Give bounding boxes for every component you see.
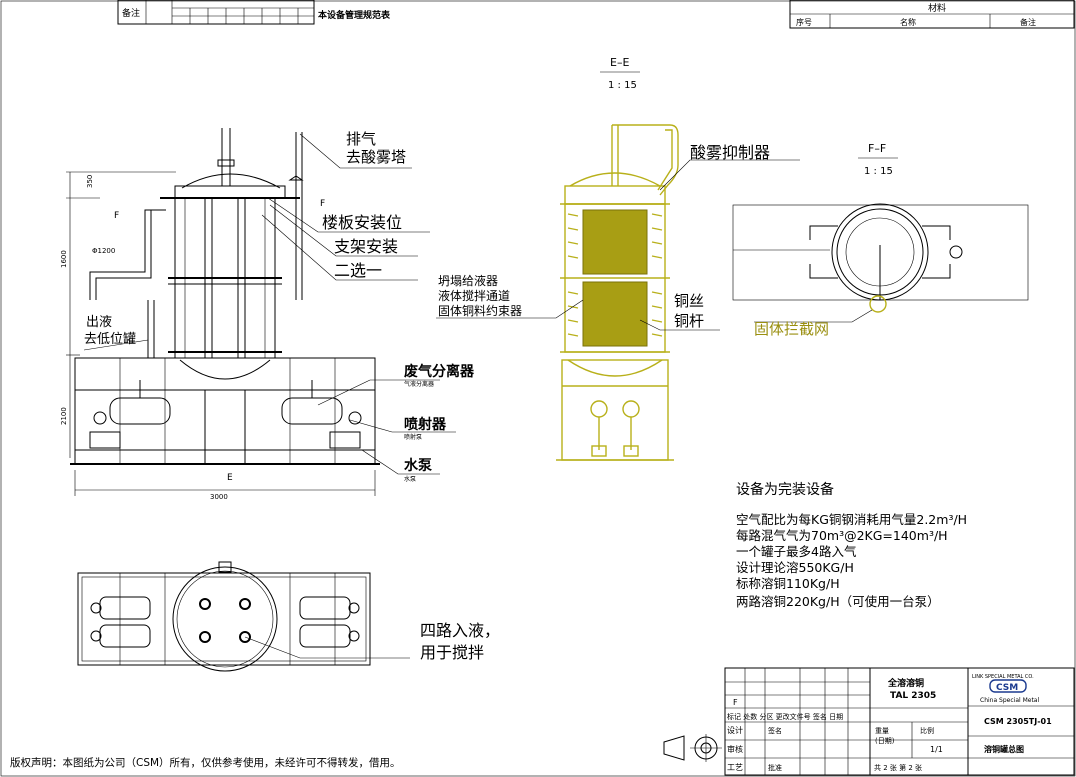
callout-pump: 水泵 [404,457,432,474]
section-ff-callouts: 固体拦截网 [754,320,829,338]
csm-logo-icon [989,679,1027,693]
section-ee-baffles [567,213,663,337]
table-note-title: 本设备管理规范表 [318,9,391,21]
section-ee-view [556,124,679,461]
notes: 设备为完装设备 空气配比为每KG铜钢消耗用气量2.2m³/H 每路混气气为70m… [736,481,967,609]
section-f-mark-right: F [320,199,325,209]
callout-bracket-2: 二选一 [334,261,382,280]
tb-weight: 重量 [875,727,889,735]
section-f-mark-left: F [114,211,119,221]
tb-cell-1: (日期) [875,737,895,745]
section-ee-title: E–E [610,56,629,69]
tb-final-name: 溶铜罐总图 [984,744,1024,754]
section-ff-scale: 1 : 15 [864,166,893,177]
tb-cell-0: 签名 [768,726,782,735]
note-line-5: 两路溶铜220Kg/H（可使用一台泵） [736,594,940,609]
callout-acid-mist: 酸雾抑制器 [690,143,770,162]
tb-cell-3: 批准 [768,763,782,772]
callout-ejector-sub: 喷射泵 [404,433,422,441]
callout-ejector: 喷射器 [404,416,447,433]
callout-outlet-2: 去低位罐 [84,332,136,347]
callout-feeder: 坍塌给液器 [438,273,498,288]
tb-sheet: 1/1 [930,745,943,754]
tb-row-0: 标记 处数 分区 更改文件号 签名 日期 [727,712,843,721]
projection-symbol-icon [663,734,722,762]
section-ee-scale: 1 : 15 [608,80,637,91]
tb-scale: 比例 [920,726,934,735]
dim-mid: 1600 [60,250,68,268]
callout-bracket-1: 支架安装 [334,237,398,256]
section-ff-leaders [754,309,873,323]
section-ff-view [732,203,1029,313]
note-line-4: 标称溶铜110Kg/H [736,576,840,591]
note-line-0: 空气配比为每KG铜钢消耗用气量2.2m³/H [736,512,967,527]
callout-exhaust-2: 去酸雾塔 [346,148,406,166]
dim-diameter: Φ1200 [92,247,115,255]
section-ee-label: E–E 1 : 15 [600,56,640,91]
footer-copyright-note: 版权声明：本图纸为公司（CSM）所有，仅供参考使用，未经许可不得转发，借用。 [10,756,401,769]
callout-pump-sub: 水泵 [404,475,416,483]
tb-company-top: LINK SPECIAL METAL CO. [972,674,1034,680]
dim-width: 3000 [210,493,228,501]
front-view-callouts: 排气 去酸雾塔 楼板安装位 支架安装 二选一 出液 去低位罐 废气分离器 气液分… [84,130,475,483]
front-view [70,128,380,465]
tb-f-row: F [733,698,738,707]
right-col-2: 备注 [1020,17,1036,27]
section-ff-label: F–F 1 : 15 [858,142,898,177]
callout-copper-rod: 铜杆 [674,312,704,330]
tb-company: China Special Metal [980,697,1039,704]
note-line-1: 每路混气气为70m³@2KG=140m³/H [736,528,948,543]
tb-drawing-no: CSM 2305TJ-01 [984,717,1052,726]
callout-gas-separator-sub: 气液分离器 [404,380,434,388]
section-ee-callouts: 酸雾抑制器 坍塌给液器 液体搅拌通道 固体铜料约束器 铜丝 铜杆 [438,143,770,330]
front-view-dimensions: 350 1600 Φ1200 2100 3000 E F F [60,171,376,501]
section-ee-leaders [436,159,800,331]
tb-drawing-name-2: TAL 2305 [890,691,936,701]
callout-copper-restrainer: 固体铜料约束器 [438,303,522,318]
callout-gas-separator: 废气分离器 [404,363,475,380]
front-view-leaders [83,133,456,475]
callout-stir-channel: 液体搅拌通道 [438,288,510,303]
callout-solid-net: 固体拦截网 [754,320,829,338]
section-ff-title: F–F [868,142,886,155]
section-e-mark: E [227,473,233,483]
plan-view [77,561,410,672]
top-right-table: 材料 序号 名称 备注 [789,0,1075,29]
tb-logo: CSM [996,683,1018,693]
right-col-0: 序号 [796,17,812,27]
tb-row-3: 工艺 [727,763,743,772]
right-table-header: 材料 [928,2,946,14]
title-block: F 标记 处数 分区 更改文件号 签名 日期 设计 审核 工艺 签名 批准 重量… [724,667,1075,776]
tb-sheet-info: 共 2 张 第 2 张 [874,763,922,772]
table-label: 备注 [122,7,140,19]
notes-heading: 设备为完装设备 [736,481,834,498]
dim-low: 2100 [60,407,68,425]
right-col-1: 名称 [900,17,916,27]
callout-inlet-1: 四路入液， [420,621,500,640]
dim-top: 350 [86,175,94,188]
note-line-3: 设计理论溶550KG/H [736,560,854,575]
callout-outlet-1: 出液 [86,315,112,330]
tb-row-2: 审核 [727,744,743,754]
callout-exhaust-1: 排气 [346,130,376,148]
callout-copper-wire: 铜丝 [674,292,704,310]
top-left-table: 备注 本设备管理规范表 [117,0,391,25]
tb-row-1: 设计 [727,725,743,735]
tb-drawing-name-1: 全溶溶铜 [887,677,924,689]
plan-view-callouts: 四路入液， 用于搅拌 [420,621,500,662]
callout-floor-plate: 楼板安装位 [322,213,402,232]
callout-inlet-2: 用于搅拌 [420,643,484,662]
note-line-2: 一个罐子最多4路入气 [736,544,857,559]
